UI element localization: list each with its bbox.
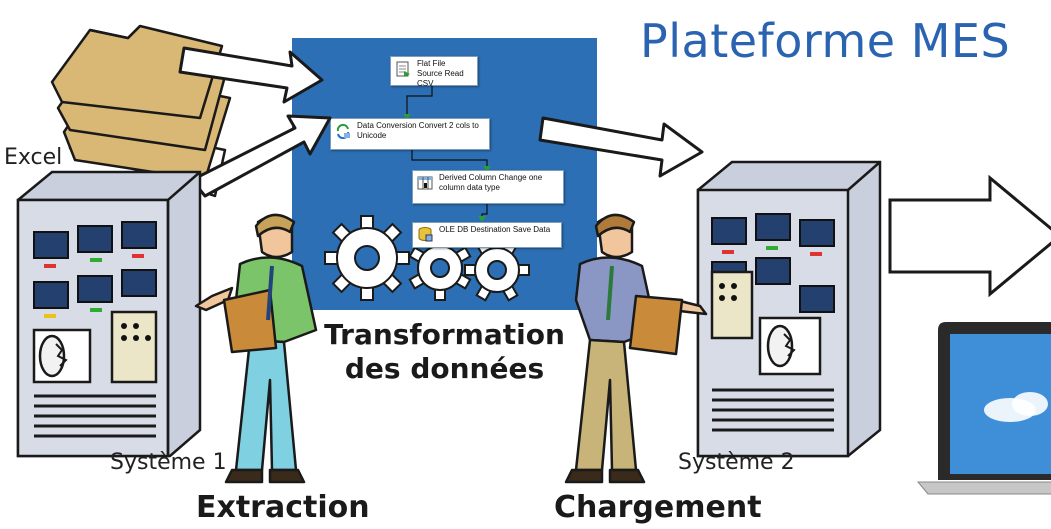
system2-label: Système 2 — [678, 450, 795, 475]
ssis-step-ole-db-destination[interactable]: OLE DB Destination Save Data — [412, 222, 562, 248]
ssis-step-data-conversion[interactable]: Data Conversion Convert 2 cols to Unicod… — [330, 118, 490, 150]
gears-illustration — [324, 86, 530, 302]
operator-1-figure — [194, 213, 318, 484]
derived-column-icon — [417, 176, 433, 190]
ssis-step-flat-file-source[interactable]: Flat File Source Read CSV — [390, 56, 478, 88]
ssis-step-label: Data Conversion Convert 2 cols to Unicod… — [357, 121, 479, 140]
ssis-data-flow-panel: Flat File Source Read CSV Data Conversio… — [292, 38, 597, 310]
transformation-line2: des données — [344, 352, 545, 385]
transformation-label: Transformation des données — [292, 318, 597, 386]
chargement-label: Chargement — [554, 490, 762, 525]
transformation-line1: Transformation — [324, 318, 565, 351]
operator-2-figure — [564, 213, 708, 484]
flat-file-icon — [396, 61, 410, 77]
system2-cabinet — [696, 160, 882, 458]
system1-cabinet — [16, 170, 202, 458]
excel-label: Excel — [4, 145, 63, 170]
ole-db-icon — [418, 227, 433, 242]
data-conversion-icon — [336, 123, 350, 139]
ssis-step-derived-column[interactable]: Derived Column Change one column data ty… — [412, 170, 564, 204]
laptop-icon — [916, 322, 1051, 495]
ssis-step-label: Flat File Source Read CSV — [417, 59, 464, 88]
system1-label: Système 1 — [110, 450, 227, 475]
platform-title: Plateforme MES — [640, 14, 1011, 68]
output-arrow — [888, 174, 1051, 298]
ssis-step-label: OLE DB Destination Save Data — [439, 225, 551, 234]
extraction-label: Extraction — [196, 490, 370, 525]
ssis-step-label: Derived Column Change one column data ty… — [439, 173, 543, 192]
excel-folders-icon — [50, 24, 232, 198]
